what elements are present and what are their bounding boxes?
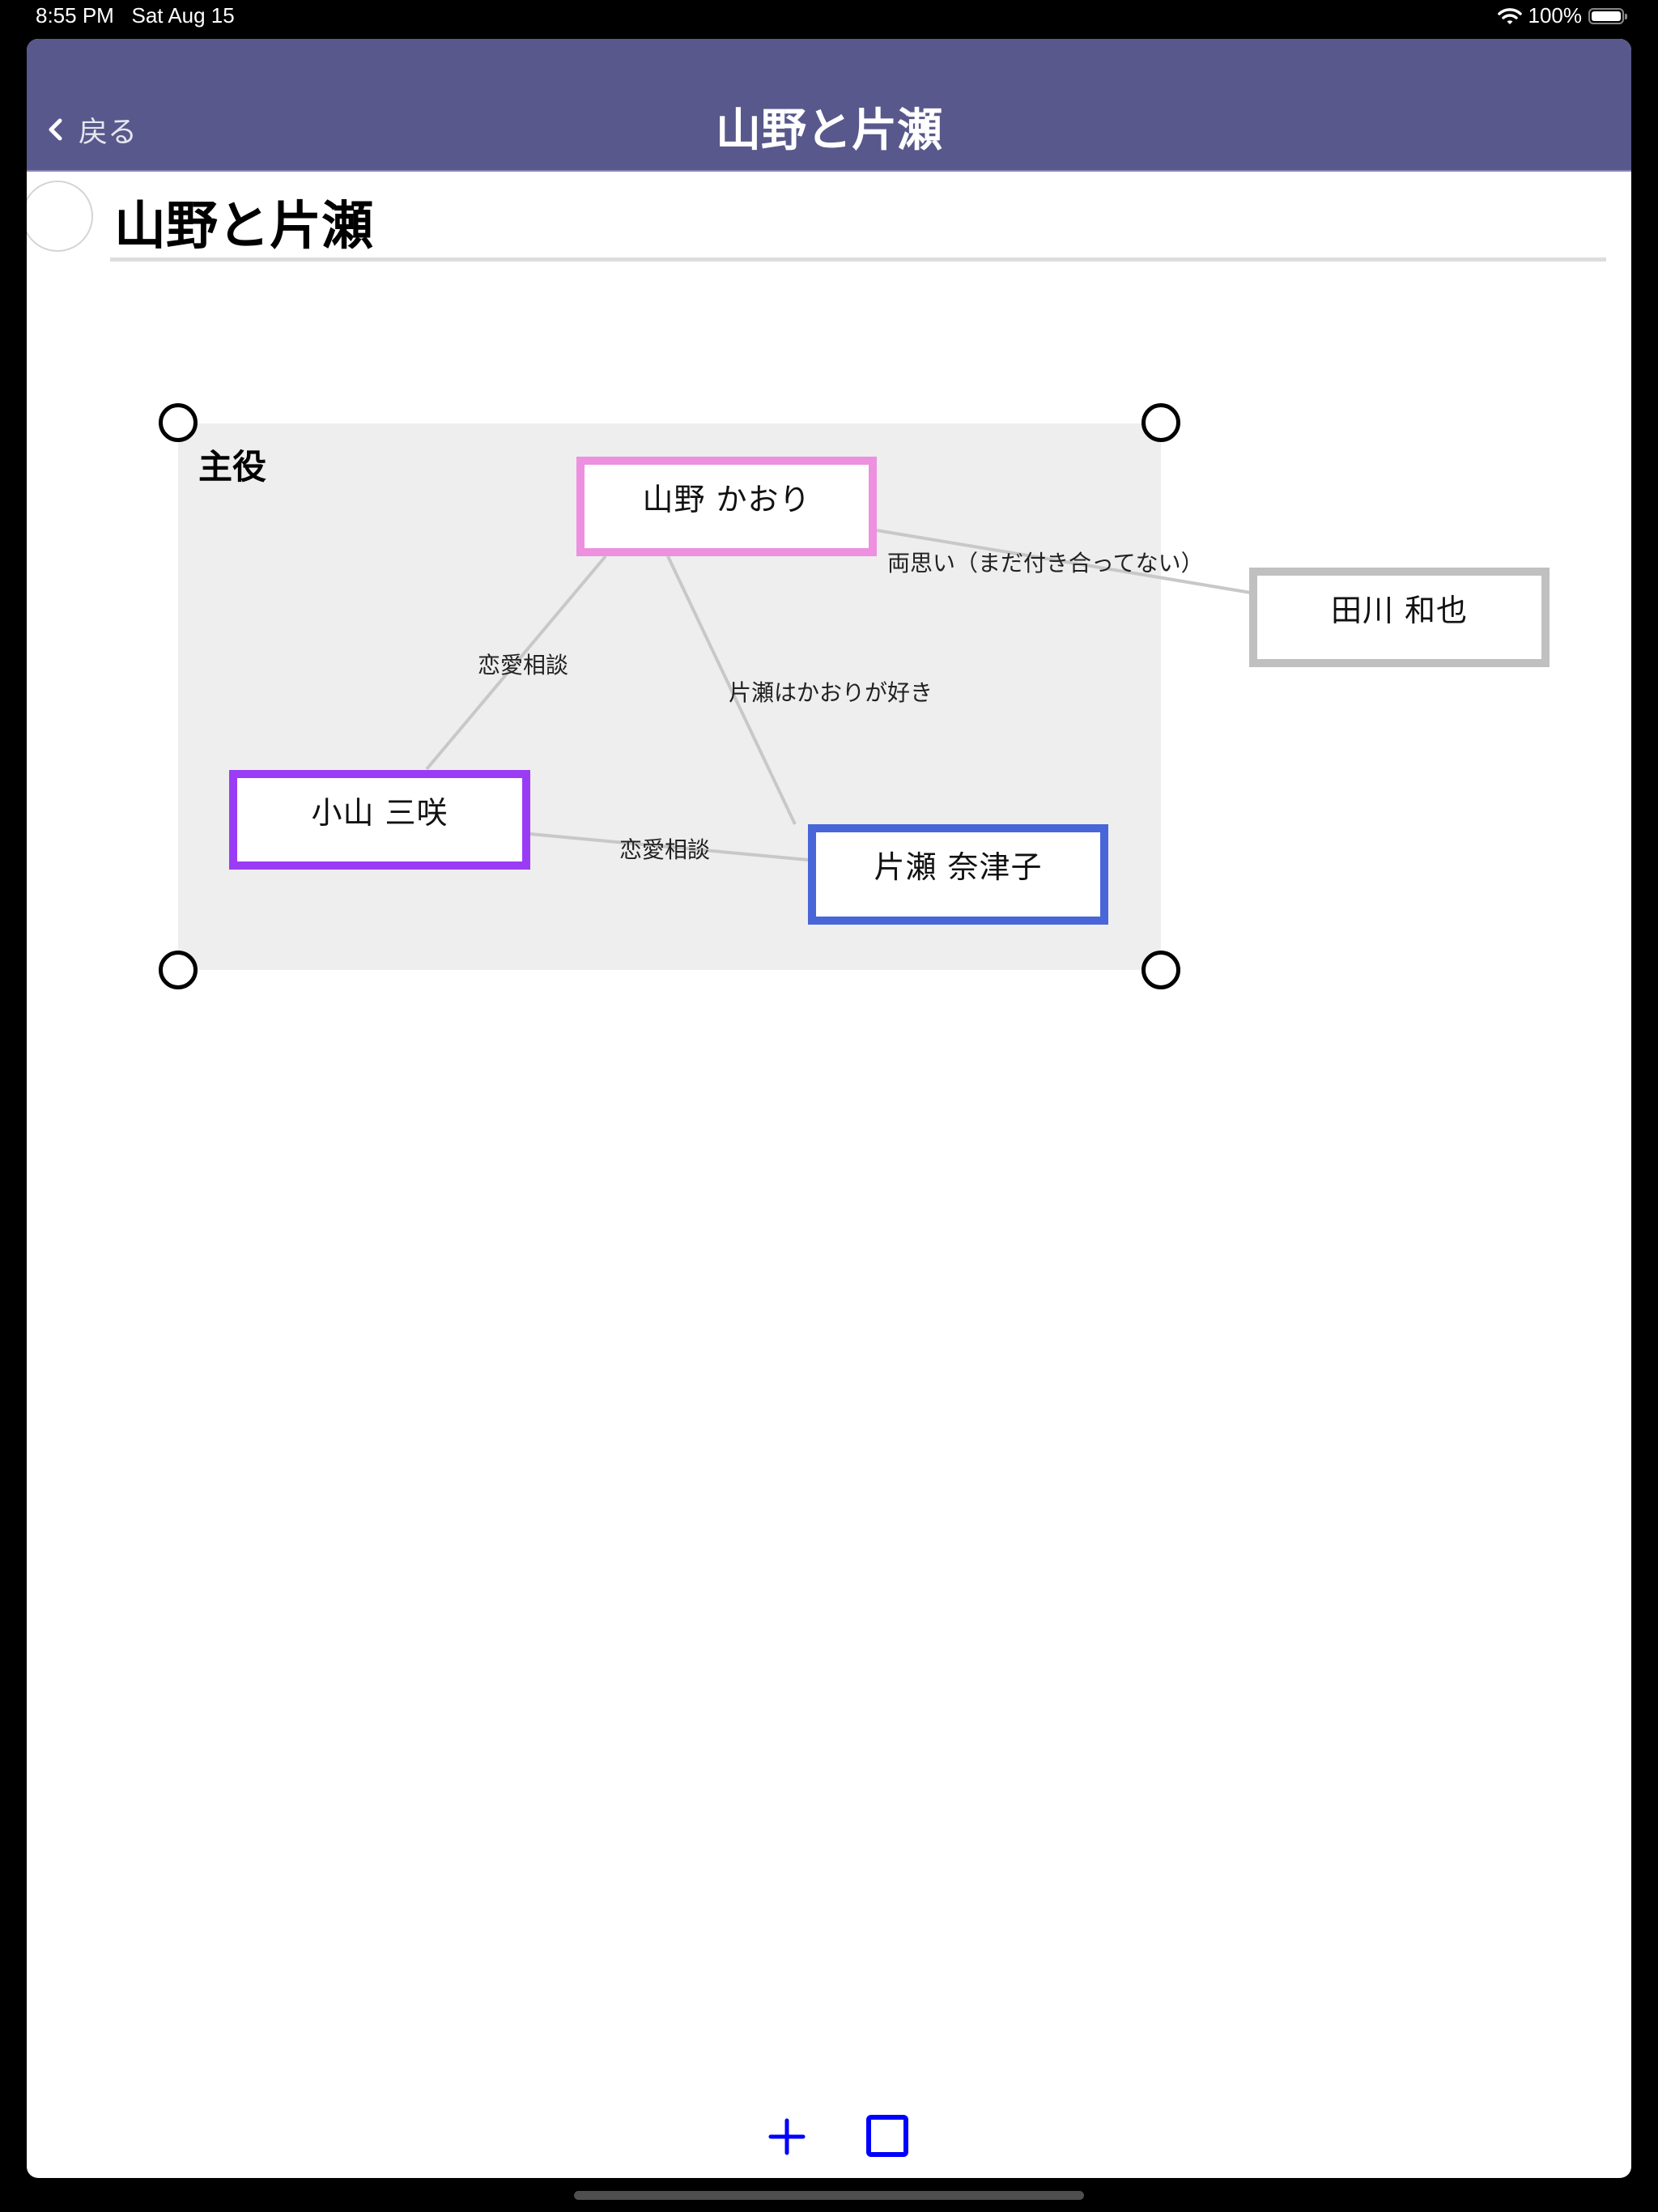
node-tagawa-kazuya[interactable]: 田川 和也 (1249, 568, 1550, 667)
status-time: 8:55 PM Sat Aug 15 (36, 3, 235, 28)
title-divider (110, 257, 1606, 262)
edge-label[interactable]: 恋愛相談 (478, 652, 569, 678)
wifi-icon (1497, 7, 1522, 24)
title-avatar-circle[interactable] (27, 181, 93, 252)
edge-label[interactable]: 恋愛相談 (619, 836, 711, 863)
node-label: 小山 三咲 (311, 795, 449, 831)
edge-yamano-katase (666, 555, 797, 825)
app-sheet: 山野と片瀬 戻る 山野と片瀬 主役 恋愛相談 片瀬はかおりが好き 恋愛相談 両思… (27, 39, 1631, 2178)
edge-label[interactable]: 片瀬はかおりが好き (729, 679, 933, 706)
plus-icon (768, 2118, 806, 2155)
page-title: 山野と片瀬 (114, 197, 373, 257)
square-icon (866, 2115, 908, 2157)
resize-handle-bottom-left[interactable] (159, 951, 198, 989)
status-clock: 8:55 PM (36, 3, 114, 28)
home-indicator[interactable] (574, 2191, 1084, 2200)
group-label: 主役 (198, 447, 267, 487)
resize-handle-top-right[interactable] (1141, 403, 1180, 442)
node-label: 片瀬 奈津子 (874, 849, 1043, 885)
edges-layer (425, 529, 1252, 861)
status-date: Sat Aug 15 (131, 3, 235, 28)
back-button[interactable]: 戻る (46, 108, 137, 151)
battery-icon (1588, 7, 1627, 24)
resize-handle-bottom-right[interactable] (1141, 951, 1180, 989)
edge-label[interactable]: 両思い（まだ付き合ってない） (887, 550, 1204, 576)
back-label: 戻る (79, 116, 138, 149)
relationship-diagram: 主役 恋愛相談 片瀬はかおりが好き 恋愛相談 両思い（まだ付き合ってない） 山野… (27, 39, 1631, 2178)
chevron-left-icon (49, 118, 62, 141)
edge-yamano-tagawa (876, 529, 1252, 594)
resize-handle-top-left[interactable] (159, 403, 198, 442)
node-koyama-misaki[interactable]: 小山 三咲 (229, 770, 530, 870)
battery-percent: 100% (1528, 3, 1583, 28)
navigation-bar: 山野と片瀬 戻る (27, 39, 1631, 172)
status-indicators: 100% (1497, 3, 1627, 28)
node-yamano-kaori[interactable]: 山野 かおり (576, 457, 877, 556)
node-label: 田川 和也 (1330, 593, 1469, 628)
node-label: 山野 かおり (642, 482, 811, 517)
node-katase-natsuko[interactable]: 片瀬 奈津子 (808, 824, 1108, 925)
add-button[interactable] (767, 2117, 806, 2156)
add-shape-button[interactable] (865, 2113, 910, 2159)
edge-yamano-koyama (425, 555, 607, 771)
edge-koyama-katase (529, 832, 809, 861)
nav-title: 山野と片瀬 (716, 104, 942, 157)
